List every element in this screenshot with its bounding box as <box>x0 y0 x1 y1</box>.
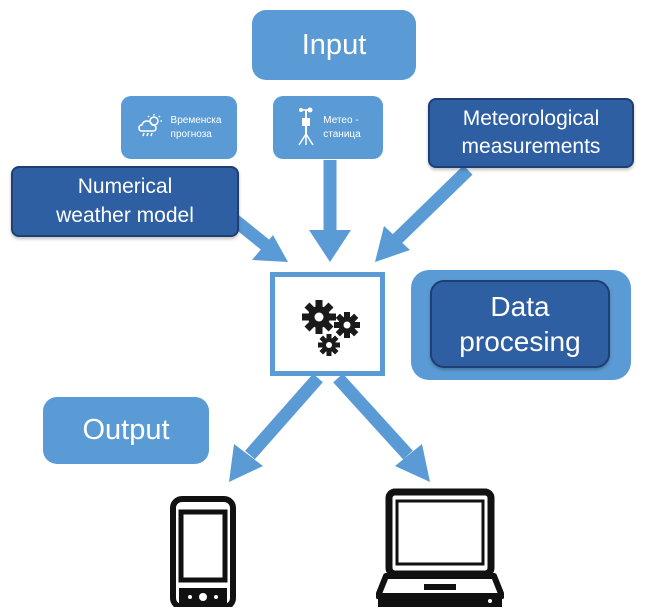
arrow-processing-to-laptop <box>333 373 430 482</box>
arrow-processing-to-phone <box>229 373 323 482</box>
dp-line1: Data <box>490 291 550 322</box>
arrow-nwm-to-processing <box>227 212 288 262</box>
meteorological-measurements-box: Meteorological measurements <box>428 98 634 168</box>
weather-station-icon <box>295 106 317 149</box>
output-box: Output <box>43 397 209 464</box>
nwm-line2: weather model <box>56 203 194 227</box>
arrow-measurements-to-processing <box>375 165 473 262</box>
station-label-line2: станица <box>323 128 361 140</box>
processing-unit-box <box>270 272 385 376</box>
output-label: Output <box>82 414 170 446</box>
meteo-line1: Meteorological <box>462 106 600 130</box>
weather-forecast-box: Временска прогноза <box>121 96 237 159</box>
data-processing-box: Data procesing <box>430 280 610 368</box>
input-label: Input <box>301 28 367 61</box>
meteo-line2: measurements <box>461 135 601 158</box>
numerical-weather-model-box: Numerical weather model <box>11 166 239 237</box>
laptop-icon <box>375 488 505 612</box>
dp-line2: procesing <box>459 326 581 357</box>
input-box: Input <box>252 10 416 80</box>
nwm-line1: Numerical <box>77 175 173 199</box>
station-label-line1: Метео - <box>323 115 359 126</box>
forecast-label-line2: прогноза <box>170 128 212 140</box>
forecast-label-line1: Временска <box>170 115 222 126</box>
smartphone-icon <box>170 496 236 612</box>
gears-icon <box>297 295 365 362</box>
cloud-sun-rain-icon <box>137 113 165 142</box>
arrow-station-to-processing <box>309 160 351 262</box>
weather-station-box: Метео - станица <box>273 96 383 159</box>
